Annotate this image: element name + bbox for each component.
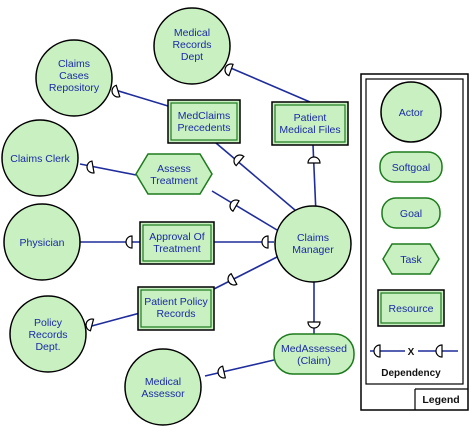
- legend-actor-label: Actor: [399, 107, 424, 119]
- resource-inner-box: [140, 289, 212, 328]
- actor-label-line: Claims: [58, 58, 90, 70]
- resource-label-line: Medical Files: [279, 124, 340, 136]
- resource-patient-policy-records: Patient Policy Records: [137, 286, 215, 331]
- resource-box: [139, 221, 215, 265]
- resource-inner-box: [170, 102, 238, 141]
- resource-inner-box: [274, 104, 346, 143]
- legend-dependency-mark-bg: [405, 344, 418, 358]
- softgoal-label-line: MedAssessed: [281, 343, 347, 355]
- resource-label-line: Records: [156, 308, 195, 320]
- dmark-approval-in: [125, 235, 133, 249]
- actor-label-line: Dept: [181, 51, 203, 63]
- dmark-approval-out: [261, 235, 269, 249]
- actor-label-line: Records: [172, 39, 211, 51]
- actor-label-line: Cases: [59, 70, 89, 82]
- legend-resource-swatch: [377, 289, 445, 327]
- dmark-precedents: [233, 154, 245, 167]
- legend-actor-swatch: [380, 81, 442, 143]
- legend: Actor Softgoal Goal Task Resource X Depe…: [360, 73, 469, 411]
- resource-label-line: Precedents: [177, 122, 230, 134]
- actor-circle: [1, 119, 79, 197]
- actor-policy-records-dept: Policy Records Dept.: [9, 295, 87, 373]
- actor-circle: [35, 39, 113, 117]
- legend-dependency-x: X: [408, 347, 415, 358]
- actor-claims-clerk: Claims Clerk: [1, 119, 79, 197]
- actor-circle: [9, 295, 87, 373]
- resource-label-line: Patient Policy: [144, 296, 208, 308]
- resource-label-line: Treatment: [153, 243, 201, 255]
- legend-task-swatch: [382, 243, 440, 275]
- resource-label-line: Patient: [294, 112, 327, 124]
- legend-dependency-label: Dependency: [381, 368, 441, 379]
- link-policy-records: [87, 312, 141, 328]
- legend-dependency-mark-right: [435, 344, 443, 358]
- resource-approval-of-treatment: Approval Of Treatment: [139, 221, 215, 265]
- dependency-marks: [85, 63, 321, 379]
- link-medical-files-records: [225, 65, 311, 103]
- dmark-clerk: [86, 160, 95, 174]
- link-manager-assess: [211, 190, 278, 231]
- resource-box: [137, 286, 215, 331]
- actor-label-line: Claims Clerk: [10, 153, 70, 165]
- legend-dependency-mark-left: [373, 344, 381, 358]
- link-manager-policy: [211, 255, 280, 291]
- dmark-policy-records: [85, 318, 95, 332]
- legend-softgoal-swatch: [379, 151, 443, 183]
- dmark-records: [224, 63, 234, 77]
- legend-goal-swatch: [381, 197, 441, 229]
- actor-circle: [153, 7, 231, 85]
- actor-circle: [274, 205, 352, 283]
- resource-box: [167, 99, 241, 144]
- actor-medical-assessor: Medical Assessor: [124, 348, 202, 426]
- actor-label-line: Medical: [174, 27, 210, 39]
- actor-label-line: Records: [28, 329, 67, 341]
- dmark-policy: [227, 272, 238, 286]
- links: [79, 65, 317, 377]
- link-manager-medical-files: [312, 144, 317, 215]
- link-precedents-repository: [111, 88, 169, 107]
- resource-box: [271, 101, 349, 146]
- actor-label-line: Manager: [292, 244, 334, 256]
- task-hexagon: [135, 153, 213, 195]
- legend-title: Legend: [422, 394, 459, 406]
- legend-resource-label: Resource: [389, 303, 434, 315]
- legend-resource-inner: [380, 292, 442, 324]
- actor-label-line: Medical: [145, 376, 181, 388]
- actor-claims-manager: Claims Manager: [274, 205, 352, 283]
- actor-label-line: Assessor: [141, 388, 185, 400]
- legend-inner-frame: [365, 78, 464, 385]
- dmark-medassessed: [307, 321, 321, 329]
- legend-task-label: Task: [400, 254, 422, 266]
- resource-patient-medical-files: Patient Medical Files: [271, 101, 349, 146]
- actor-label-line: Repository: [49, 82, 100, 94]
- dmark-assess: [229, 199, 240, 213]
- dmark-assessor: [217, 365, 227, 379]
- actor-label-line: Physician: [20, 237, 65, 249]
- legend-softgoal-label: Softgoal: [392, 162, 431, 174]
- resource-inner-box: [142, 224, 212, 262]
- actor-circle: [124, 348, 202, 426]
- task-label-line: Treatment: [150, 175, 198, 187]
- actor-claims-cases-repository: Claims Cases Repository: [35, 39, 113, 117]
- actor-label-line: Claims: [297, 232, 329, 244]
- resource-label-line: Approval Of: [149, 231, 205, 243]
- legend-goal-label: Goal: [400, 208, 422, 220]
- task-assess-treatment: Assess Treatment: [135, 153, 213, 195]
- task-label-line: Assess: [157, 163, 191, 175]
- actor-physician: Physician: [3, 203, 81, 281]
- resource-label-line: MedClaims: [178, 110, 231, 122]
- actor-label-line: Dept.: [35, 341, 60, 353]
- actor-circle: [3, 203, 81, 281]
- softgoal-medassessed-claim: MedAssessed (Claim): [273, 333, 355, 375]
- actor-label-line: Policy: [34, 317, 63, 329]
- link-medassessed-assessor: [204, 359, 275, 377]
- link-manager-precedents: [215, 142, 303, 217]
- softgoal-shape: [273, 333, 355, 375]
- actor-medical-records-dept: Medical Records Dept: [153, 7, 231, 85]
- resource-medclaims-precedents: MedClaims Precedents: [167, 99, 241, 144]
- softgoal-label-line: (Claim): [297, 355, 331, 367]
- dmark-medical-files: [307, 156, 321, 164]
- dmark-repository: [111, 84, 121, 98]
